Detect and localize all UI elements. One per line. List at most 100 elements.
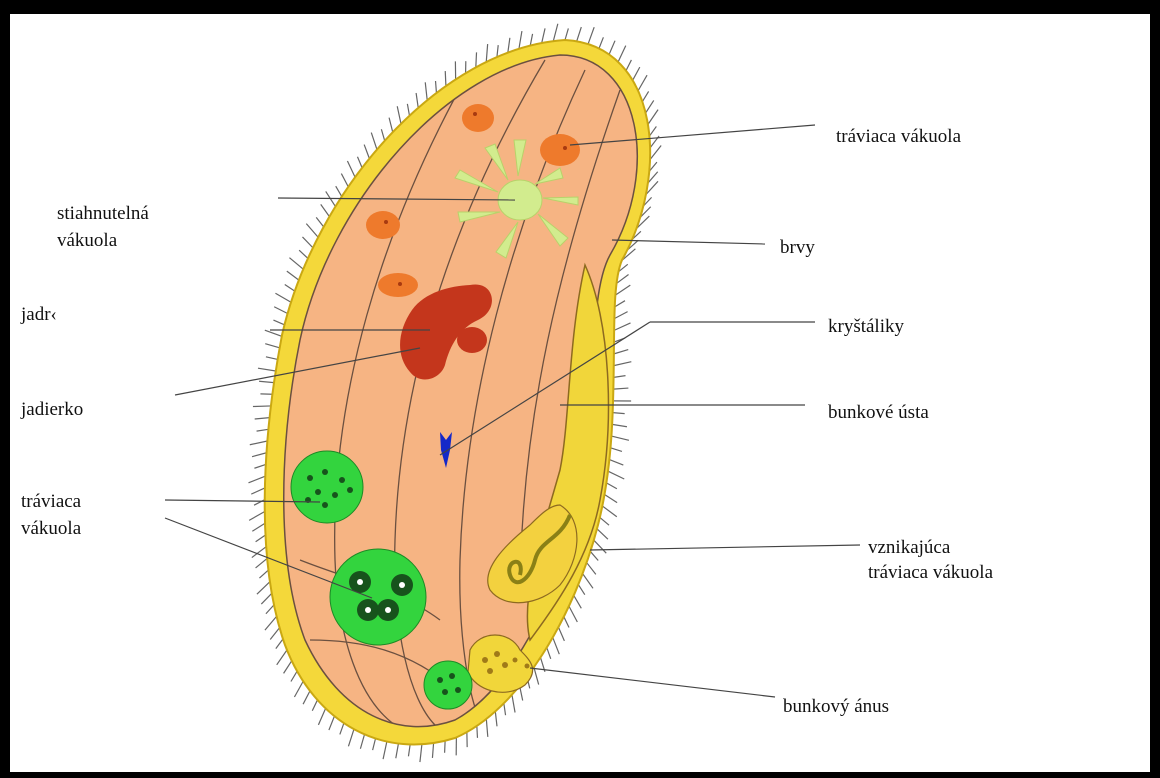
cilium — [626, 60, 631, 71]
cilium — [294, 681, 303, 697]
cilium — [646, 100, 654, 113]
cilium — [299, 250, 308, 258]
cilium — [266, 357, 278, 360]
cilium — [569, 606, 577, 622]
food-vacuole-2 — [330, 549, 426, 645]
cilium — [606, 483, 616, 489]
cilium — [613, 388, 628, 389]
cilium — [614, 323, 630, 330]
cilium — [542, 28, 545, 43]
cilium — [251, 488, 265, 494]
cilium — [336, 186, 342, 196]
cilium — [416, 93, 418, 108]
cilium — [588, 27, 594, 44]
cilium — [340, 723, 344, 734]
cilium — [425, 82, 427, 100]
cilium — [504, 703, 506, 715]
food-vacuole-1 — [291, 451, 363, 523]
label-vznikajuca: vznikajúca — [868, 537, 951, 558]
cilium — [321, 204, 330, 216]
cilium — [486, 719, 487, 737]
cilium — [597, 529, 608, 539]
cilium — [587, 563, 596, 575]
label-stiahnutelna: stiahnutelná — [57, 203, 149, 224]
cilium — [303, 691, 310, 704]
cilium — [609, 460, 623, 466]
cilium — [289, 258, 303, 270]
cilium — [614, 312, 627, 319]
cilium — [364, 145, 369, 159]
cilium — [578, 585, 584, 595]
cilium — [397, 106, 401, 124]
cilium — [256, 535, 266, 542]
cilium — [287, 271, 299, 280]
cilium — [611, 436, 629, 440]
cilium — [249, 476, 266, 483]
micronucleus — [457, 327, 487, 353]
cilium — [348, 729, 354, 746]
cilium — [261, 593, 271, 604]
cilium — [445, 741, 446, 753]
cilium — [614, 350, 628, 354]
label-brvy: brvy — [780, 237, 815, 258]
label-traviaca: tráviaca — [21, 491, 82, 512]
cilium — [270, 628, 279, 640]
cilium — [254, 500, 265, 505]
cilium — [408, 744, 410, 756]
cilium — [612, 424, 627, 426]
cilium — [265, 616, 277, 630]
cilium — [590, 551, 598, 560]
cilium — [558, 627, 564, 641]
cilium — [306, 224, 318, 238]
cilium — [497, 45, 498, 57]
cilium — [534, 667, 539, 684]
cilium — [252, 523, 265, 531]
cilium — [277, 650, 287, 665]
cilium — [255, 418, 270, 419]
cilium — [265, 344, 279, 348]
cilium — [477, 726, 478, 738]
cilium — [614, 376, 626, 378]
cilium — [257, 582, 270, 594]
cilium — [389, 118, 393, 133]
cilium — [381, 129, 384, 141]
cilium — [254, 464, 265, 468]
cilium — [357, 157, 362, 168]
cilium — [602, 506, 616, 517]
cilium — [615, 285, 630, 295]
cilium — [530, 34, 532, 46]
cilium — [373, 738, 376, 750]
cilium — [445, 71, 446, 86]
cilium — [266, 605, 274, 614]
cilium — [608, 471, 624, 479]
cilium — [273, 320, 284, 325]
cilium — [649, 126, 656, 136]
cilium — [274, 307, 287, 314]
cilium — [291, 671, 297, 681]
cilium — [383, 742, 387, 760]
cilium — [250, 441, 268, 445]
cilium — [347, 161, 355, 177]
cilium — [605, 494, 618, 502]
cilium — [594, 540, 606, 553]
cilium — [284, 661, 292, 674]
cilium — [553, 637, 560, 654]
cilium — [259, 570, 268, 578]
cilium — [476, 52, 477, 67]
cilium — [436, 81, 437, 93]
cilium — [633, 67, 640, 80]
label-jadierko: jadierko — [20, 399, 83, 420]
cilium — [650, 146, 661, 160]
cilium — [257, 429, 269, 431]
cilium — [316, 217, 323, 226]
cilium — [249, 511, 265, 520]
cilium — [495, 711, 497, 726]
cilium — [618, 46, 626, 62]
cilium — [547, 648, 551, 659]
cilium — [256, 558, 268, 568]
cilium — [486, 44, 487, 62]
cilium — [258, 368, 276, 371]
cilium — [564, 617, 569, 628]
cilium — [420, 744, 422, 762]
